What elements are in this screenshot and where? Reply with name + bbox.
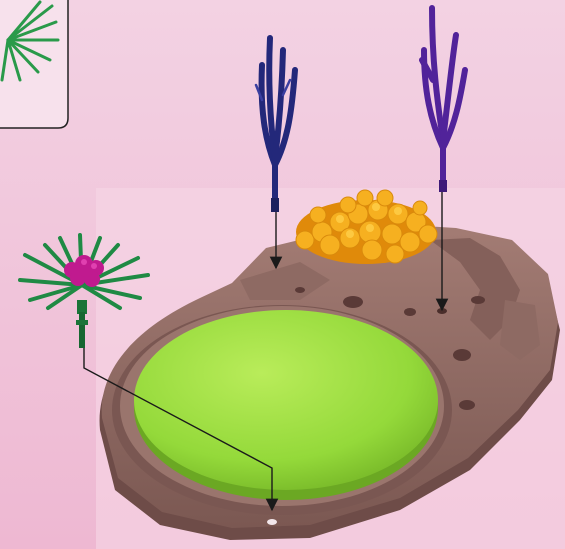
- green-lawn-disc: [134, 310, 438, 500]
- peg-hole: [404, 308, 416, 316]
- peg-hole: [471, 296, 485, 304]
- peg-hole: [343, 296, 363, 308]
- peg-hole: [267, 519, 277, 525]
- peg-hole: [459, 400, 475, 410]
- peg-hole: [295, 287, 305, 293]
- inset-box: [0, 0, 68, 128]
- peg-hole: [453, 349, 471, 361]
